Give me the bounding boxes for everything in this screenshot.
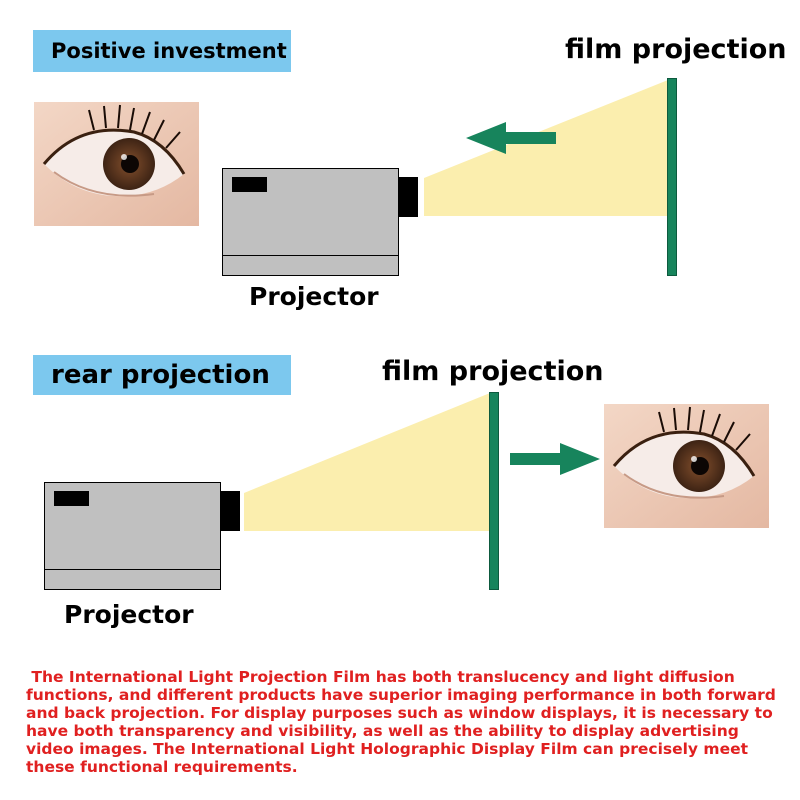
front-projector-label: Projector <box>249 282 379 311</box>
front-projector-lens <box>399 177 418 217</box>
front-eye-icon <box>34 102 199 226</box>
rear-projector-base <box>44 569 221 590</box>
front-projector-base <box>222 255 399 276</box>
rear-eye-icon <box>604 404 769 528</box>
front-arrow-left-icon <box>466 122 556 154</box>
rear-arrow-right-icon <box>510 443 600 475</box>
rear-projector-slot <box>54 491 89 506</box>
front-film-screen <box>667 78 677 276</box>
front-screen-label: film projection <box>565 34 787 65</box>
rear-projector-lens <box>221 491 240 531</box>
rear-film-screen <box>489 392 499 590</box>
front-projector-slot <box>232 177 267 192</box>
rear-section-label: rear projection <box>33 355 291 395</box>
rear-projector-label: Projector <box>64 600 194 629</box>
front-section-label: Positive investment <box>33 30 291 72</box>
front-section-label-text: Positive investment <box>51 39 287 63</box>
description-paragraph: The International Light Projection Film … <box>26 668 782 776</box>
rear-section-label-text: rear projection <box>51 360 270 390</box>
rear-screen-label: film projection <box>382 356 604 387</box>
